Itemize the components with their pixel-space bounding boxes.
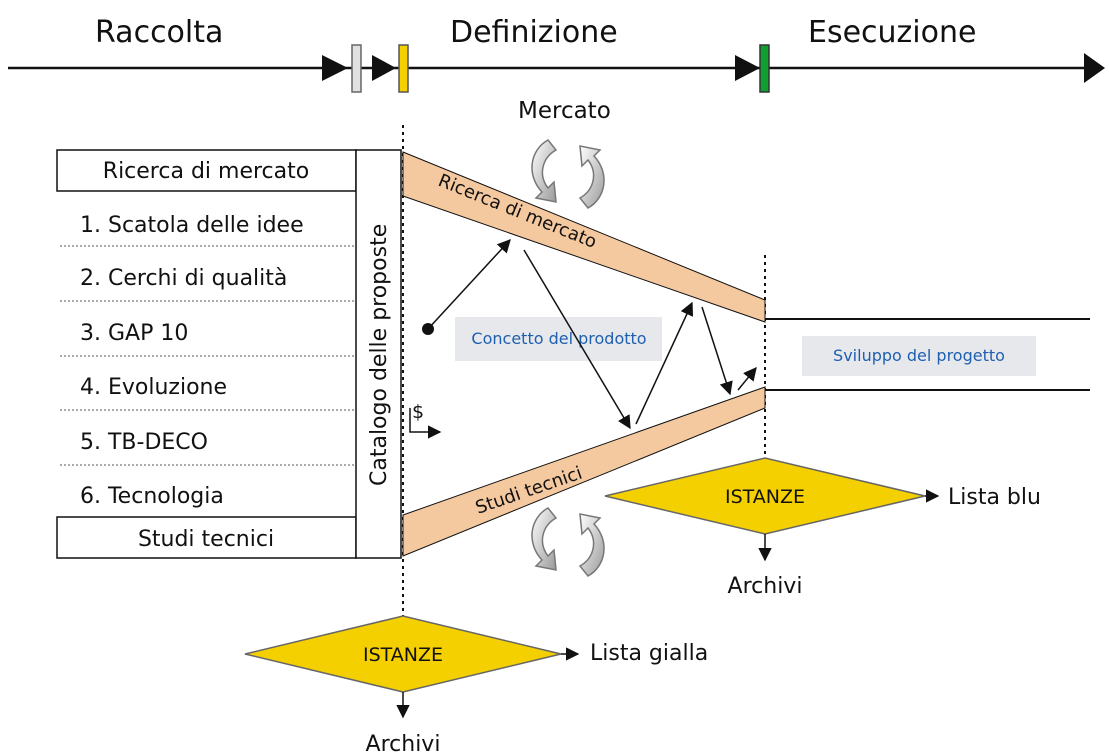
timeline-arrowhead (322, 55, 348, 81)
lista-blu: Lista blu (948, 485, 1041, 510)
mercato-label: Mercato (518, 98, 611, 124)
iteration-arrows (422, 239, 757, 430)
gate-bottom: ISTANZE Lista gialla Archivi (244, 615, 708, 756)
phase-raccolta: Raccolta (95, 15, 223, 50)
timeline (8, 44, 1105, 93)
catalog-label: Catalogo delle proposte (367, 224, 392, 486)
list-header-text: Ricerca di mercato (103, 159, 309, 184)
timeline-arrowhead (735, 55, 760, 81)
istanze-label-bottom: ISTANZE (363, 644, 443, 666)
phase-definizione: Definizione (450, 15, 618, 50)
list-footer-box (56, 516, 357, 559)
list-item: 3. GAP 10 (80, 321, 188, 346)
list-footer-text: Studi tecnici (138, 527, 274, 552)
cycle-arrows-icon (531, 139, 605, 209)
list-item: 2. Cerchi di qualità (80, 266, 287, 291)
istanze-label-right: ISTANZE (725, 486, 805, 508)
list-item: 1. Scatola delle idee (80, 213, 304, 238)
band-ricerca-di-mercato (402, 151, 766, 323)
list-item: 5. TB-DECO (80, 430, 208, 455)
left-list: Ricerca di mercato 1. Scatola delle idee… (56, 149, 357, 559)
list-item: 4. Evoluzione (80, 375, 227, 400)
timeline-end-arrowhead (1084, 53, 1105, 83)
development-box (802, 336, 1036, 376)
phase-esecuzione: Esecuzione (808, 15, 976, 50)
catalog-box (355, 149, 402, 559)
gate-marker-green (759, 44, 770, 93)
gate-marker-gray (351, 44, 362, 93)
archivi-bottom: Archivi (366, 732, 441, 756)
band-studi-tecnici (402, 386, 766, 557)
list-item: 6. Tecnologia (80, 484, 224, 509)
concept-box (455, 317, 662, 361)
timeline-arrowhead (372, 55, 396, 81)
gate-right: ISTANZE Lista blu Archivi (604, 457, 1041, 599)
development-label: Sviluppo del progetto (833, 346, 1005, 365)
dollar-sign: $ (412, 401, 424, 423)
dollar-arrow (409, 408, 442, 439)
cycle-arrows-icon (531, 507, 605, 577)
gate-marker-yellow (398, 44, 409, 93)
lista-gialla: Lista gialla (590, 641, 708, 666)
concept-label: Concetto del prodotto (471, 329, 646, 348)
archivi-right: Archivi (728, 574, 803, 599)
